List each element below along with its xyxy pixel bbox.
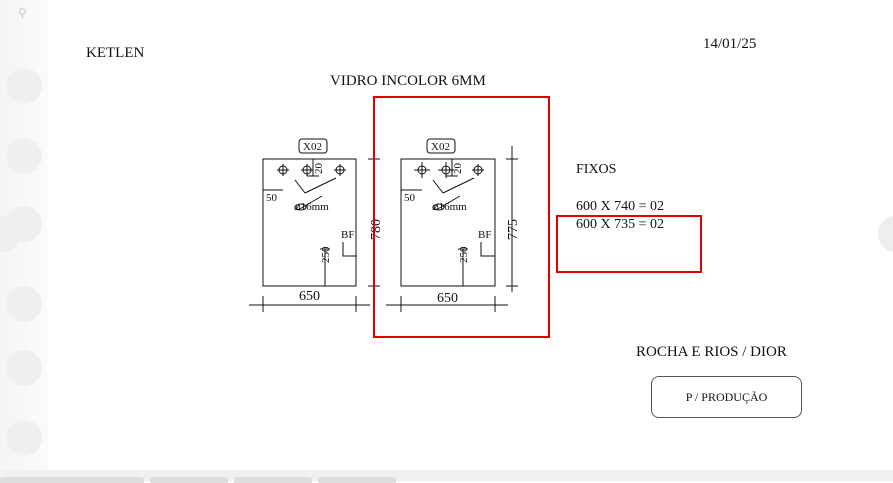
sidebar-thumbnail[interactable] bbox=[6, 68, 42, 104]
tag-box bbox=[426, 138, 456, 154]
glass-title: VIDRO INCOLOR 6MM bbox=[330, 73, 486, 89]
bottom-tab[interactable] bbox=[234, 477, 312, 483]
bottom-tab[interactable] bbox=[318, 477, 396, 483]
client-name: KETLEN bbox=[86, 45, 145, 61]
search-icon[interactable]: ⚲ bbox=[18, 6, 27, 20]
bottom-tab[interactable] bbox=[0, 477, 78, 483]
bottom-bar bbox=[0, 470, 893, 481]
height-label: 775 bbox=[506, 219, 521, 240]
fixos-heading: FIXOS bbox=[576, 162, 617, 177]
bottom-tab[interactable] bbox=[66, 477, 144, 483]
dim-250-label: 250 bbox=[320, 246, 332, 263]
sidebar-thumbnail[interactable] bbox=[6, 286, 42, 322]
width-label: 650 bbox=[437, 291, 458, 306]
drawing-2 bbox=[386, 138, 518, 312]
sidebar-thumbnail[interactable] bbox=[6, 138, 42, 174]
dim-250-label: 250 bbox=[458, 246, 470, 263]
dim-50-label: 50 bbox=[404, 192, 416, 204]
highlight-box-drawing bbox=[373, 96, 550, 338]
width-label: 650 bbox=[299, 289, 320, 304]
hole-diameter-label: ⌀16mm bbox=[294, 201, 329, 213]
panel-tag: X02 bbox=[303, 141, 322, 153]
sidebar-thumbnail[interactable] bbox=[6, 420, 42, 456]
sidebar-thumbnail[interactable] bbox=[6, 350, 42, 386]
glass-panel bbox=[262, 158, 357, 287]
glass-panel bbox=[400, 158, 496, 287]
dim-20-label: 20 bbox=[452, 163, 464, 175]
highlight-box-item bbox=[556, 215, 702, 273]
bottom-tab[interactable] bbox=[150, 477, 228, 483]
bf-label: BF bbox=[478, 229, 491, 241]
sidebar: ⚲ bbox=[0, 0, 48, 470]
dim-20-label: 20 bbox=[313, 163, 325, 175]
footer-name: ROCHA E RIOS / DIOR bbox=[636, 344, 787, 360]
bf-label: BF bbox=[341, 229, 354, 241]
previous-button[interactable] bbox=[0, 216, 20, 252]
production-box: P / PRODUÇÃO bbox=[651, 376, 802, 418]
production-label: P / PRODUÇÃO bbox=[685, 389, 768, 404]
dim-50-label: 50 bbox=[266, 192, 278, 204]
fixos-item: 600 X 735 = 02 bbox=[576, 217, 665, 232]
panel-tag: X02 bbox=[431, 141, 450, 153]
fixos-item: 600 X 740 = 02 bbox=[576, 199, 665, 214]
height-label: 780 bbox=[369, 219, 384, 240]
next-button[interactable] bbox=[878, 216, 893, 252]
tag-box bbox=[298, 138, 328, 154]
document-date: 14/01/25 bbox=[703, 36, 757, 52]
hole-diameter-label: ⌀16mm bbox=[432, 201, 467, 213]
